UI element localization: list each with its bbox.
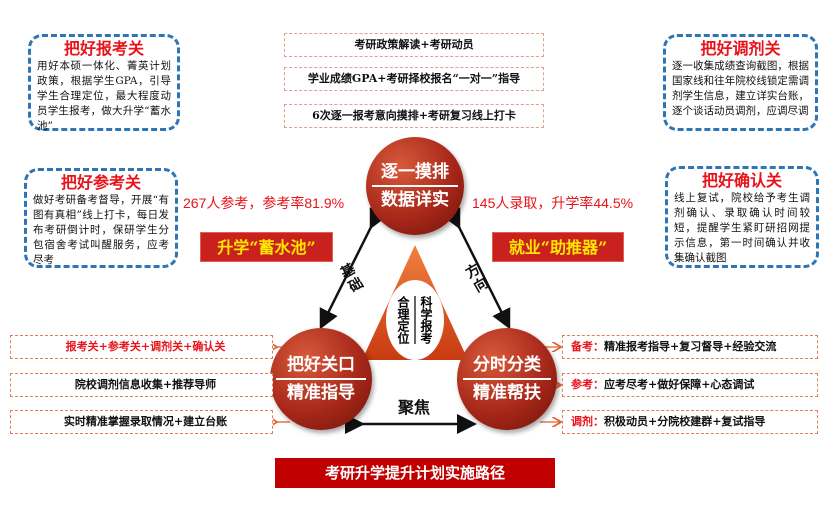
circle-top: 逐一摸排 数据详实 (366, 137, 464, 235)
left-row: 报考关+参考关+调剂关+确认关 (10, 335, 273, 359)
card-baokao: 把好报考关 用好本硕一体化、菁英计划政策，根据学生GPA，引导学生合理定位，最大… (28, 34, 180, 132)
edge-label-bottom: 聚焦 (398, 398, 431, 417)
stat-left: 267人参考，参考率81.9% (183, 195, 345, 211)
left-row: 院校调剂信息收集+推荐导师 (10, 373, 273, 397)
right-row: 调剂：积极动员+分院校建群+复试指导 (562, 410, 818, 434)
top-item: 考研政策解读+考研动员 (284, 33, 544, 57)
stat-right: 145人录取，升学率44.5% (472, 195, 634, 211)
card-queren: 把好确认关 线上复试，院校给予考生调剂确认、录取确认时间较短，提醒学生紧盯研招网… (665, 166, 819, 268)
right-row: 参考：应考尽考+做好保障+心态调试 (562, 373, 818, 397)
banner-right: 就业“助推器” (492, 232, 624, 262)
circle-line: 把好关口 (287, 355, 355, 375)
banner-left: 升学“蓄水池” (200, 232, 333, 262)
card-cankao: 把好参考关 做好考研备考督导，开展“有图有真相”线上打卡，每日发布考研倒计时，保… (24, 168, 178, 268)
row-tag: 备考： (571, 340, 604, 353)
card-body: 线上复试，院校给予考生调剂确认、录取确认时间较短，提醒学生紧盯研招网提示信息，第… (674, 192, 810, 264)
row-text: 积极动员+分院校建群+复试指导 (604, 415, 766, 428)
left-row: 实时精准掌握录取情况+建立台账 (10, 410, 273, 434)
circle-line: 精准帮扶 (473, 383, 541, 403)
circle-line: 分时分类 (473, 355, 541, 375)
row-text: 精准报考指导+复习督导+经验交流 (604, 340, 777, 353)
row-tag: 调剂： (571, 415, 604, 428)
card-title: 把好报考关 (63, 39, 144, 58)
circle-right: 分时分类 精准帮扶 (457, 328, 557, 430)
circle-line: 逐一摸排 (381, 162, 449, 182)
circle-line: 数据详实 (381, 190, 449, 210)
card-title: 把好调剂关 (700, 39, 781, 58)
circle-left: 把好关口 精准指导 (270, 328, 372, 430)
card-body: 逐一收集成绩查询截图，根据国家线和往年院校线锁定需调剂学生信息，建立详实台账，逐… (672, 60, 809, 117)
top-item: 6次逐一报考意向摸排+考研复习线上打卡 (284, 104, 544, 128)
card-body: 做好考研备考督导，开展“有图有真相”线上打卡，每日发布考研倒计时，保研学生分包宿… (33, 194, 169, 266)
center-left-text: 合理定位 (395, 296, 416, 344)
card-title: 把好参考关 (60, 173, 141, 192)
row-tag: 参考： (571, 378, 604, 391)
top-item: 学业成绩GPA+考研择校报名“一对一”指导 (284, 67, 544, 91)
row-text: 应考尽考+做好保障+心态调试 (604, 378, 755, 391)
card-body: 用好本硕一体化、菁英计划政策，根据学生GPA，引导学生合理定位，最大程度动员学生… (37, 60, 171, 132)
center-right-text: 科学报考 (419, 296, 433, 344)
footer-title: 考研升学提升计划实施路径 (275, 458, 555, 488)
card-title: 把好确认关 (701, 171, 782, 190)
right-row: 备考：精准报考指导+复习督导+经验交流 (562, 335, 818, 359)
card-tiaoji: 把好调剂关 逐一收集成绩查询截图，根据国家线和往年院校线锁定需调剂学生信息，建立… (663, 34, 818, 131)
circle-line: 精准指导 (287, 383, 355, 403)
center-ellipse: 合理定位 科学报考 (386, 280, 444, 360)
